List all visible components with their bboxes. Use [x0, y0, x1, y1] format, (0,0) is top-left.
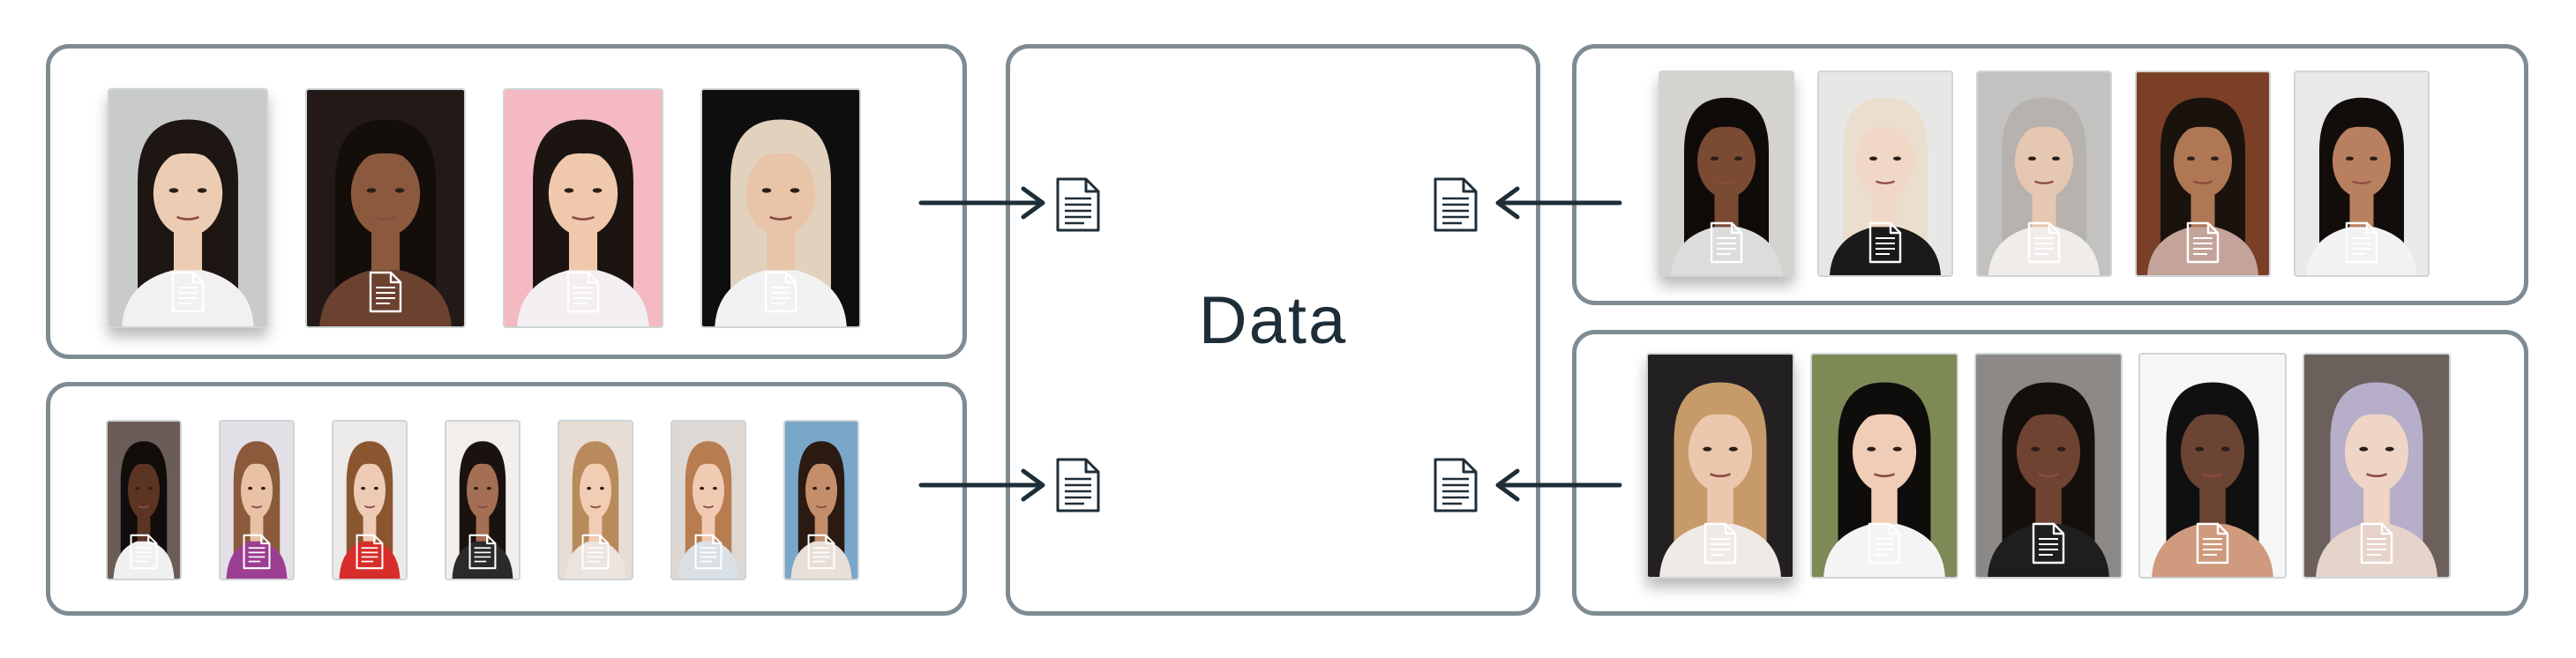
- portrait-photo: [783, 420, 859, 580]
- document-icon: [764, 271, 798, 313]
- arrow-icon: [918, 468, 1045, 502]
- portrait-photo: [1659, 71, 1794, 277]
- arrow-icon: [1495, 186, 1622, 220]
- portrait-photo: [106, 420, 182, 580]
- portrait-photo: [305, 88, 466, 328]
- document-icon: [581, 534, 610, 570]
- portrait-photo: [2135, 71, 2271, 277]
- document-icon: [2345, 221, 2378, 264]
- document-icon: [369, 271, 402, 313]
- document-icon: [1434, 177, 1478, 232]
- document-icon: [171, 271, 205, 313]
- portrait-photo: [1810, 353, 1958, 579]
- portrait-photo: [219, 420, 295, 580]
- arrow-icon: [1495, 468, 1622, 502]
- document-icon: [468, 534, 497, 570]
- portrait-photo: [445, 420, 520, 580]
- document-icon: [807, 534, 835, 570]
- portrait-photo: [1817, 71, 1953, 277]
- document-icon: [130, 534, 158, 570]
- document-icon: [1868, 221, 1902, 264]
- document-icon: [1056, 458, 1100, 512]
- portrait-photo: [332, 420, 408, 580]
- document-icon: [1056, 177, 1100, 232]
- document-icon: [2360, 522, 2393, 565]
- document-icon: [243, 534, 271, 570]
- portrait-photo: [1646, 353, 1794, 579]
- portrait-photo: [670, 420, 746, 580]
- data-label: Data: [1198, 283, 1348, 358]
- document-icon: [2027, 221, 2061, 264]
- document-icon: [2196, 522, 2229, 565]
- portrait-photo: [700, 88, 861, 328]
- portrait-photo: [2138, 353, 2287, 579]
- document-icon: [356, 534, 384, 570]
- document-icon: [1710, 221, 1743, 264]
- document-icon: [2186, 221, 2220, 264]
- portrait-photo: [108, 88, 268, 328]
- portrait-photo: [1974, 353, 2123, 579]
- document-icon: [694, 534, 723, 570]
- portrait-photo: [2294, 71, 2430, 277]
- portrait-photo: [503, 88, 663, 328]
- portrait-photo: [2303, 353, 2451, 579]
- document-icon: [1704, 522, 1737, 565]
- document-icon: [2032, 522, 2065, 565]
- center-data-panel: [1006, 44, 1540, 616]
- document-icon: [1434, 458, 1478, 512]
- document-icon: [1868, 522, 1901, 565]
- document-icon: [566, 271, 600, 313]
- arrow-icon: [918, 186, 1045, 220]
- portrait-photo: [1976, 71, 2112, 277]
- portrait-photo: [558, 420, 633, 580]
